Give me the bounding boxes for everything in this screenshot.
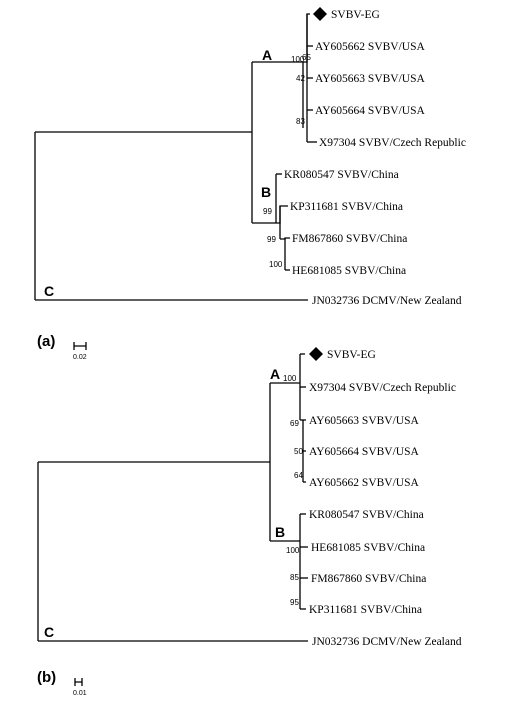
filled-diamond-icon — [313, 7, 327, 21]
leaf-label: AY605664 SVBV/USA — [309, 446, 420, 458]
clade-label-a: A — [270, 366, 280, 382]
leaf-label: KR080547 SVBV/China — [309, 509, 424, 521]
scale-bar — [74, 678, 83, 686]
leaf-label: AY605663 SVBV/USA — [315, 73, 426, 85]
node-99a-a — [276, 205, 288, 224]
clade-label-a: A — [262, 47, 272, 63]
leaf-label: SVBV-EG — [327, 349, 376, 361]
leaf-label: HE681085 SVBV/China — [292, 265, 406, 277]
leaf-label: KR080547 SVBV/China — [284, 169, 399, 181]
scale-bar — [73, 342, 87, 350]
clade-label-c: C — [44, 283, 54, 299]
bootstrap-value: 83 — [296, 117, 305, 126]
bootstrap-value: 69 — [290, 419, 299, 428]
bootstrap-value: 100 — [269, 260, 283, 269]
leaf-label: HE681085 SVBV/China — [311, 542, 425, 554]
leaf-label: X97304 SVBV/Czech Republic — [309, 382, 456, 394]
bootstrap-value: 100 — [291, 55, 305, 64]
tree-panel-a: SVBV-EG AY605662 SVBV/USA AY605663 SVBV/… — [34, 7, 466, 361]
leaf-label: FM867860 SVBV/China — [311, 573, 426, 585]
leaf-label: JN032736 DCMV/New Zealand — [312, 636, 462, 648]
clade-label-c: C — [44, 624, 54, 640]
leaf-label: AY605664 SVBV/USA — [315, 105, 426, 117]
leaf-label: FM867860 SVBV/China — [292, 233, 407, 245]
filled-diamond-icon — [309, 347, 323, 361]
leaf-label: X97304 SVBV/Czech Republic — [319, 137, 466, 149]
tree-panel-b: SVBV-EG X97304 SVBV/Czech Republic AY605… — [37, 347, 462, 697]
leaf-label: SVBV-EG — [331, 9, 380, 21]
bootstrap-value: 64 — [294, 471, 303, 480]
clade-label-b: B — [261, 184, 271, 200]
leaf-label: AY605662 SVBV/USA — [315, 41, 426, 53]
panel-label: (a) — [37, 333, 55, 350]
leaf-label: AY605663 SVBV/USA — [309, 415, 420, 427]
bootstrap-value: 42 — [296, 74, 305, 83]
bootstrap-value: 100 — [286, 546, 300, 555]
scale-bar-label: 0.02 — [73, 354, 87, 361]
scale-bar-label: 0.01 — [73, 690, 87, 697]
leaf-label: KP311681 SVBV/China — [309, 604, 422, 616]
clade-label-b: B — [275, 524, 285, 540]
bootstrap-value: 99 — [263, 207, 272, 216]
leaf-label: AY605662 SVBV/USA — [309, 477, 420, 489]
bootstrap-value: 99 — [267, 235, 276, 244]
bootstrap-value: 95 — [290, 598, 299, 607]
bootstrap-value: 65 — [302, 53, 311, 62]
bootstrap-value: 50 — [294, 447, 303, 456]
bootstrap-value: 100 — [283, 374, 297, 383]
leaf-label: KP311681 SVBV/China — [290, 201, 403, 213]
bootstrap-value: 85 — [290, 573, 299, 582]
panel-label: (b) — [37, 669, 56, 686]
leaf-label: JN032736 DCMV/New Zealand — [312, 295, 462, 307]
